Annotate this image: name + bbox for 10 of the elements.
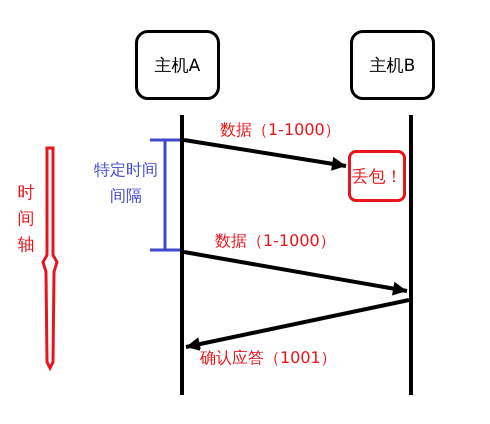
interval-label: 特定时间间隔 bbox=[93, 159, 159, 207]
host-box: 主机A bbox=[135, 30, 220, 100]
lost-packet-box: 丢包！ bbox=[348, 150, 406, 202]
arrow bbox=[184, 250, 408, 296]
time-axis-label: 时间轴 bbox=[16, 182, 36, 257]
arrow bbox=[186, 298, 410, 351]
host-box: 主机B bbox=[350, 30, 435, 100]
arrow bbox=[184, 138, 346, 171]
lifeline bbox=[180, 115, 184, 395]
lifeline bbox=[409, 115, 413, 395]
